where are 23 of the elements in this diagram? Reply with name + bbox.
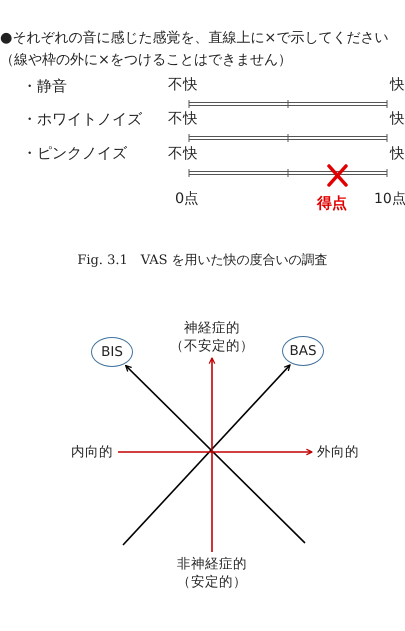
axis-label: 内向的 bbox=[68, 443, 116, 461]
scale-end-label: 快 bbox=[390, 146, 405, 164]
instruction-text: ●それぞれの音に感じた感覚を、直線上に×で示してください bbox=[0, 30, 388, 48]
oval-node: BIS bbox=[91, 337, 133, 367]
score-label: 得点 bbox=[317, 194, 347, 212]
sound-label: ・静音 bbox=[22, 77, 67, 95]
axis-label: 外向的 bbox=[314, 443, 362, 461]
sound-label: ・ホワイトノイズ bbox=[22, 110, 142, 128]
scale-end-label: 快 bbox=[390, 77, 405, 94]
instruction-text: （線や枠の外に×をつけることはできません） bbox=[0, 52, 292, 70]
scale-end-label: 快 bbox=[390, 111, 405, 128]
arrow bbox=[118, 448, 313, 456]
scale-end-label: 不快 bbox=[168, 77, 198, 94]
scale-end-label: 不快 bbox=[168, 146, 198, 164]
scale-end-label: 不快 bbox=[168, 111, 198, 128]
axis-label: 非神経症的（安定的） bbox=[165, 554, 259, 592]
scale-end-label: 10点 bbox=[374, 191, 405, 208]
axis-label: 神経症的（不安定的） bbox=[165, 318, 259, 356]
arrow bbox=[208, 357, 216, 552]
sound-label: ・ピンクノイズ bbox=[22, 144, 127, 162]
figure-caption: Fig. 3.1 VAS を用いた快の度合いの調査 bbox=[76, 253, 329, 269]
oval-node: BAS bbox=[282, 336, 324, 366]
scale-end-label: 0点 bbox=[175, 191, 200, 208]
